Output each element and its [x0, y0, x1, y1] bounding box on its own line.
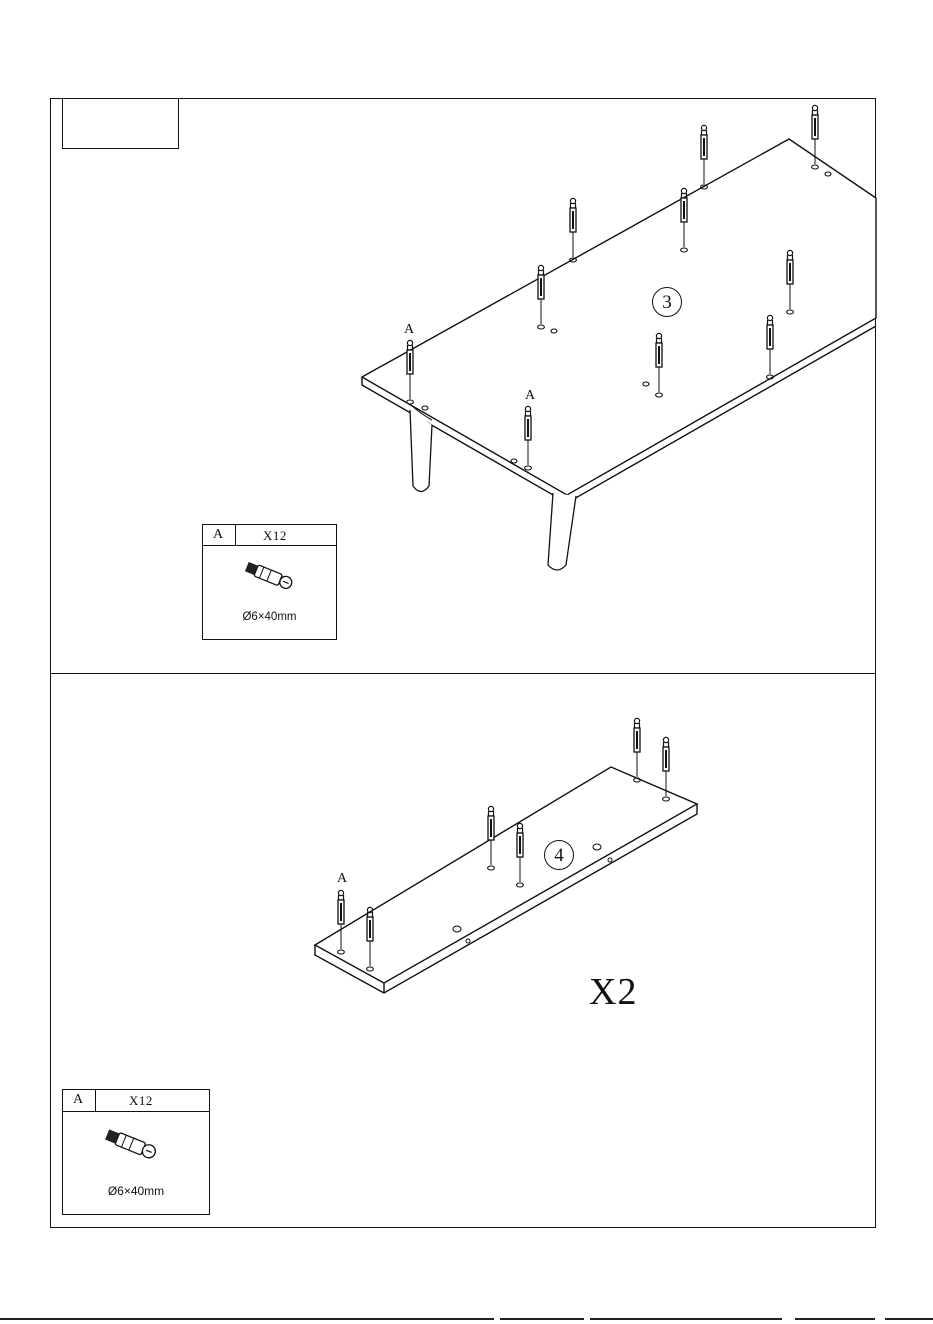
- footer-rule: [500, 1318, 584, 1320]
- footer-rule: [795, 1318, 875, 1320]
- legend-part-code: A: [73, 1092, 83, 1108]
- part-label-a: A: [404, 322, 414, 338]
- footer-rule: [590, 1318, 782, 1320]
- legend-part-code: A: [213, 527, 223, 543]
- legend-header: A X12: [63, 1090, 209, 1112]
- side-panel-board: [315, 767, 697, 993]
- legend-size: Ø6×40mm: [203, 611, 336, 623]
- step-number-3: 3: [652, 287, 682, 317]
- legend-header: A X12: [203, 525, 336, 546]
- cam-dowel-icon: [99, 1126, 165, 1164]
- legend-separator: [95, 1090, 96, 1111]
- hardware-legend-step-4: A X12 Ø6×40mm: [62, 1089, 210, 1215]
- table-leg-right: [548, 493, 576, 570]
- hardware-legend-step-3: A X12 Ø6×40mm: [202, 524, 337, 640]
- legend-quantity: X12: [129, 1093, 153, 1109]
- legend-size: Ø6×40mm: [63, 1184, 209, 1198]
- step-number-4: 4: [544, 840, 574, 870]
- part-label-a: A: [525, 388, 535, 404]
- footer-rule: [885, 1318, 933, 1320]
- footer-rule: [0, 1318, 494, 1320]
- table-top-board: [362, 139, 876, 503]
- part-label-a: A: [337, 871, 347, 887]
- cam-dowel-icon: [239, 559, 301, 593]
- table-leg-left: [410, 405, 432, 492]
- legend-separator: [235, 525, 236, 545]
- repeat-count: X2: [589, 970, 637, 1014]
- legend-quantity: X12: [263, 528, 287, 544]
